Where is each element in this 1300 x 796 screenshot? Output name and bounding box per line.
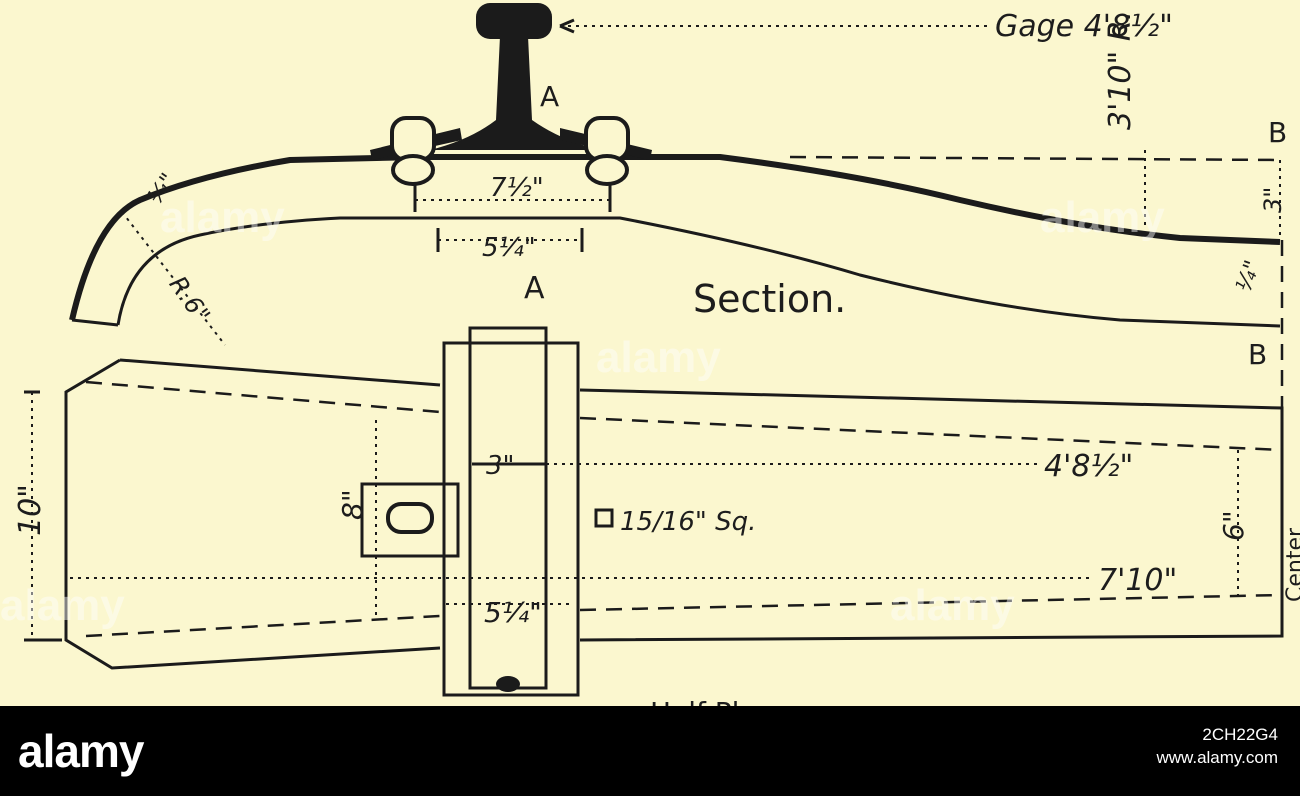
point-b-top-label: B: [1268, 116, 1287, 149]
tie-plate-drawing: Gage 4'8½" A A 3'10" R. B B 3" ¼" 7½" 5¼…: [0, 3, 1300, 729]
plan-dash-top-left: [85, 380, 441, 414]
dim-quarter-right-label: ¼": [1232, 257, 1266, 295]
drawing-area: Gage 4'8½" A A 3'10" R. B B 3" ¼" 7½" 5¼…: [0, 3, 1300, 729]
gage-label: Gage 4'8½": [995, 9, 1173, 44]
section-title: Section.: [693, 277, 846, 321]
dim-10-ticks: [24, 390, 62, 642]
watermarks: alamy alamy alamy alamy alamy: [0, 193, 1165, 630]
dim-8-label: 8": [336, 489, 369, 520]
plan-outline: [64, 358, 1284, 670]
dim-hole-label: 15/16" Sq.: [620, 507, 756, 537]
dim-7half-ticks: [413, 182, 612, 212]
rail-base-plan: [442, 341, 580, 697]
section-view: Gage 4'8½" A A 3'10" R. B B 3" ¼" 7½" 5¼…: [69, 3, 1287, 371]
point-a-top-label: A: [540, 80, 559, 113]
plan-dash-top-right: [579, 416, 1283, 452]
dim-7half-label: 7½": [490, 173, 544, 203]
rail-section: [430, 3, 600, 150]
clip-plate: [360, 482, 460, 558]
watermark-1: alamy: [160, 193, 285, 242]
right-spike-clip: [560, 116, 652, 186]
dim-5quarter-section-ticks: [436, 228, 584, 252]
center-label: Center: [1283, 527, 1300, 602]
bolt-slot: [386, 502, 434, 534]
half-plan-title: Half Pl: [650, 696, 739, 706]
dim-r6-label: R.6": [164, 271, 216, 329]
dim-7-10-label: 7'10": [1098, 563, 1177, 598]
square-hole: [594, 508, 614, 528]
rail-head: [476, 3, 552, 39]
footer-bar: alamy 2CH22G4 www.alamy.com: [0, 706, 1300, 796]
plan-dash-bottom-right: [579, 593, 1283, 612]
watermark-5: alamy: [890, 581, 1015, 630]
dim-gage-plan-label: 4'8½": [1044, 449, 1133, 484]
image-id-block: 2CH22G4 www.alamy.com: [1156, 724, 1278, 770]
gage-arrow: [559, 18, 575, 34]
section-left-end: [71, 318, 119, 327]
watermark-4: alamy: [0, 581, 125, 630]
dim-3-plan-label: 3": [486, 451, 515, 481]
radius-top-label: 3'10" R.: [1103, 11, 1138, 130]
dim-5quarter-plan-label: 5¼": [484, 596, 542, 629]
alamy-logo[interactable]: alamy: [18, 725, 144, 777]
rail-web: [430, 36, 600, 150]
dim-3-right-label: 3": [1259, 187, 1287, 213]
plan-dash-bottom-left: [85, 614, 441, 638]
site-url[interactable]: www.alamy.com: [1156, 747, 1278, 767]
plan-view: 15/16" Sq. 10" 8" 3" 4'8½" 6" 7'10" 5¼" …: [13, 326, 1300, 729]
section-bottom-outline: [116, 216, 1281, 328]
left-spike-clip: [370, 116, 462, 186]
watermark-2: alamy: [596, 333, 721, 382]
dim-6-label: 6": [1217, 510, 1250, 541]
section-top-reference-line: [789, 155, 1283, 162]
rail-end-marker: [496, 676, 520, 692]
dim-5quarter-section-label: 5¼": [482, 233, 536, 263]
image-id: 2CH22G4: [1202, 725, 1278, 744]
point-a-bottom-label: A: [524, 271, 545, 306]
rail-head-plan: [468, 326, 548, 690]
point-b-bottom-label: B: [1248, 338, 1267, 371]
watermark-3: alamy: [1040, 193, 1165, 242]
dim-10-label: 10": [13, 484, 48, 536]
